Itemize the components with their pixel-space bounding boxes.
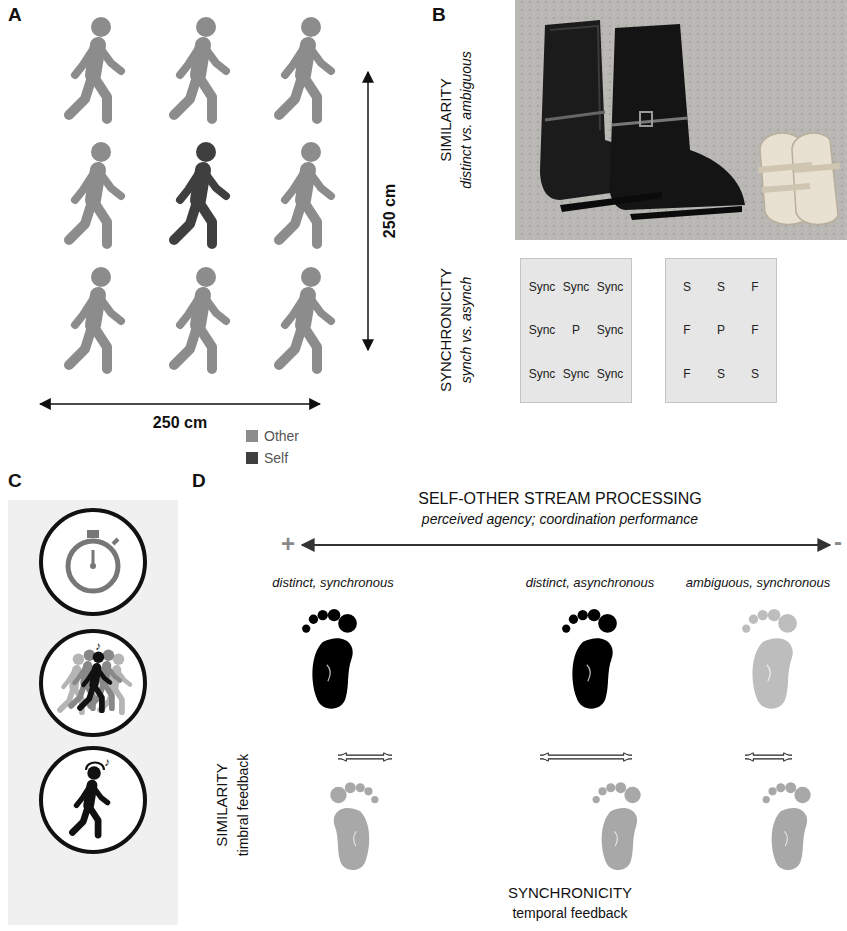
axis-label: SYNCHRONICITY	[437, 268, 454, 392]
axis-label-text: SIMILARITY	[213, 763, 230, 846]
legend-text: Other	[264, 428, 299, 444]
condition-label-text: ambiguous, synchronous	[686, 575, 831, 590]
dimension-label-text: 250 cm	[153, 414, 207, 431]
grid-cell-text: Sync	[529, 280, 556, 294]
dimension-arrow	[40, 403, 320, 405]
svg-text:♪: ♪	[104, 755, 110, 769]
legend-item: Other	[246, 428, 299, 444]
axis-label: SYNCHRONICITY	[508, 884, 632, 901]
scale-subtitle: perceived agency; coordination performan…	[422, 511, 698, 527]
sync-grid: SyncSyncSyncSyncPSyncSyncSyncSync	[520, 258, 632, 403]
axis-sublabel-text: temporal feedback	[512, 905, 627, 921]
axis-sublabel: timbral feedback	[235, 754, 251, 857]
panel-letter-text: B	[432, 4, 446, 25]
grid-cell-text: S	[717, 367, 725, 381]
footprints	[302, 609, 811, 870]
grid-cell-text: Sync	[597, 280, 624, 294]
panel-letter-text: D	[192, 470, 206, 491]
scale-subtitle-text: perceived agency; coordination performan…	[422, 511, 698, 527]
panel-letter-text: C	[8, 470, 22, 491]
condition-label: ambiguous, synchronous	[686, 576, 831, 591]
panel-letter-text: A	[8, 4, 22, 25]
distance-arrows	[338, 757, 792, 758]
walker-grid	[69, 17, 331, 369]
grid-cell-text: P	[717, 323, 725, 337]
group-walk-icon: ♪	[41, 631, 145, 735]
panel-letter: B	[432, 4, 446, 26]
grid-cell-text: Sync	[597, 323, 624, 337]
grid-cell-text: Sync	[529, 367, 556, 381]
scale-end: +	[281, 530, 295, 558]
scale-arrow	[302, 544, 830, 546]
legend-swatch	[246, 430, 258, 442]
legend-text: Self	[264, 450, 288, 466]
axis-label-text: SYNCHRONICITY	[508, 884, 632, 901]
axis-label: SIMILARITY	[437, 78, 454, 161]
condition-label-text: distinct, synchronous	[272, 575, 393, 590]
grid-cell-text: Sync	[597, 367, 624, 381]
grid-cell-text: S	[751, 367, 759, 381]
grid-cell-text: S	[683, 280, 691, 294]
grid-cell-text: S	[717, 280, 725, 294]
condition-label: distinct, asynchronous	[526, 576, 655, 591]
axis-sublabel-text: timbral feedback	[235, 754, 251, 857]
dimension-label-text: 250 cm	[381, 184, 398, 238]
grid-cell-text: Sync	[563, 280, 590, 294]
panel-letter: A	[8, 4, 22, 26]
dimension-label: 250 cm	[153, 414, 207, 432]
axis-sublabel: synch vs. asynch	[458, 277, 474, 384]
scale-end-text: -	[834, 528, 842, 555]
grid-cell-text: P	[572, 323, 580, 337]
grid-cell-text: Sync	[529, 323, 556, 337]
scale-title-text: SELF-OTHER STREAM PROCESSING	[418, 490, 702, 507]
shoes-photo	[515, 0, 847, 240]
axis-sublabel: distinct vs. ambiguous	[458, 51, 474, 189]
sync-grid: S S F F P F F S S	[665, 258, 777, 403]
icon-panel	[8, 500, 178, 925]
condition-label-text: distinct, asynchronous	[526, 575, 655, 590]
scale-title: SELF-OTHER STREAM PROCESSING	[418, 490, 702, 508]
dimension-label: 250 cm	[381, 184, 399, 238]
stopwatch-icon	[41, 510, 145, 614]
single-walk-icon: ♪	[41, 748, 145, 852]
scale-end: -	[834, 528, 842, 556]
panel-letter: D	[192, 470, 206, 492]
axis-label-text: SYNCHRONICITY	[437, 268, 454, 392]
grid-cell-text: F	[683, 367, 690, 381]
dimension-arrow	[367, 72, 369, 350]
grid-cell-text: F	[751, 280, 758, 294]
axis-label: SIMILARITY	[213, 763, 230, 846]
axis-sublabel-text: synch vs. asynch	[458, 277, 474, 384]
axis-sublabel: temporal feedback	[512, 905, 627, 921]
scale-end-text: +	[281, 530, 295, 557]
condition-label: distinct, synchronous	[272, 576, 393, 591]
grid-cell-text: Sync	[563, 367, 590, 381]
axis-sublabel-text: distinct vs. ambiguous	[458, 51, 474, 189]
grid-cell-text: F	[751, 323, 758, 337]
grid-cell-text: F	[683, 323, 690, 337]
svg-text:♪: ♪	[95, 639, 101, 653]
legend-item: Self	[246, 450, 288, 466]
legend-swatch	[246, 452, 258, 464]
axis-label-text: SIMILARITY	[437, 78, 454, 161]
panel-letter: C	[8, 470, 22, 492]
